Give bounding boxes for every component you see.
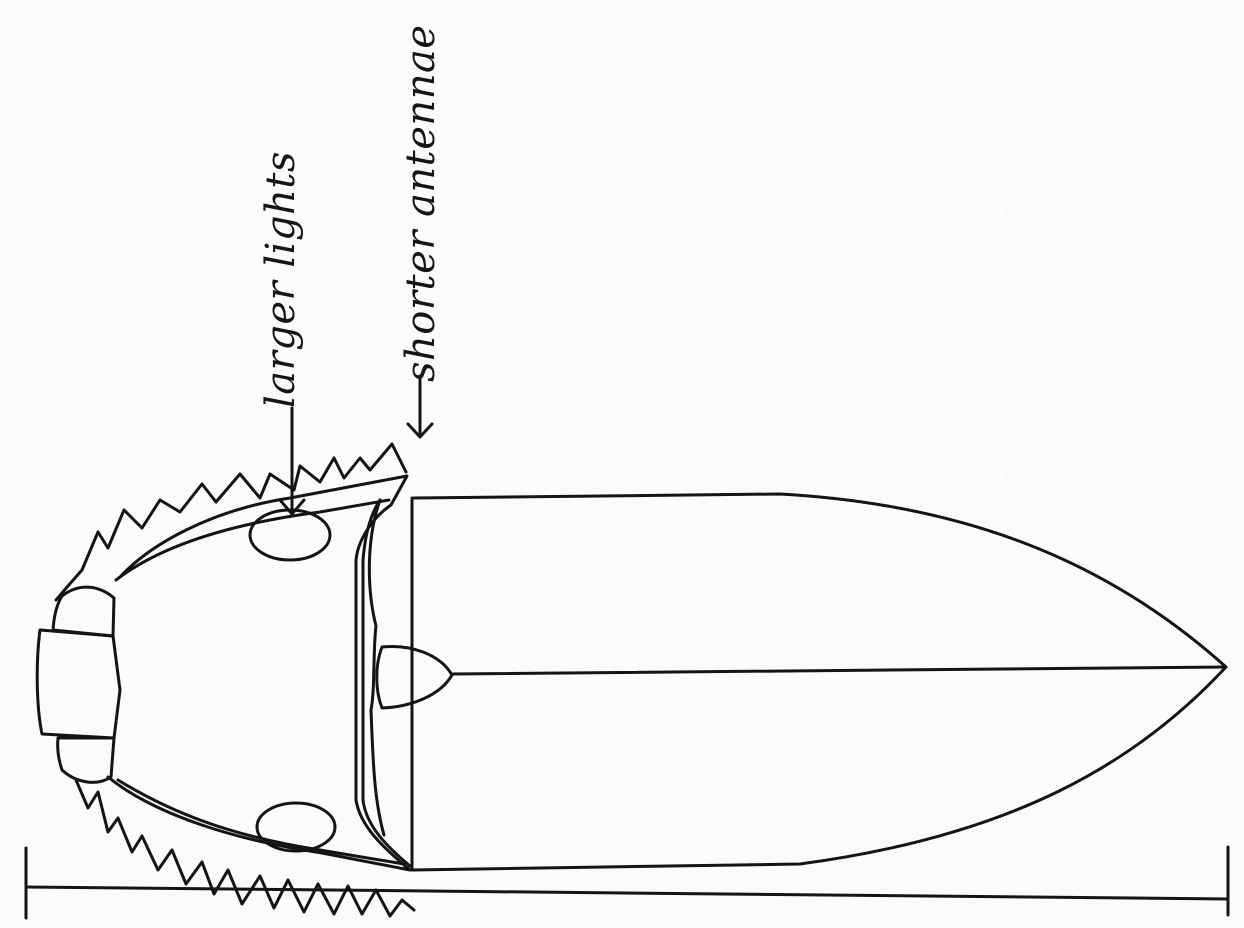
- shorter-antennae-label: shorter antennae: [398, 25, 444, 382]
- front-plate-right-lobe: [58, 738, 114, 782]
- right-light-organ: [257, 803, 335, 851]
- lower-head-inner-line: [118, 780, 404, 864]
- larger-lights-label: larger lights: [258, 151, 304, 408]
- front-plate: [37, 630, 120, 738]
- upper-head-inner-line: [116, 500, 389, 580]
- abdomen-outline: [412, 494, 1226, 870]
- left-antenna-spines: [56, 444, 406, 600]
- scale-bar: [26, 887, 1228, 899]
- abdomen-midline: [452, 667, 1226, 674]
- center-light-organ: [377, 646, 452, 708]
